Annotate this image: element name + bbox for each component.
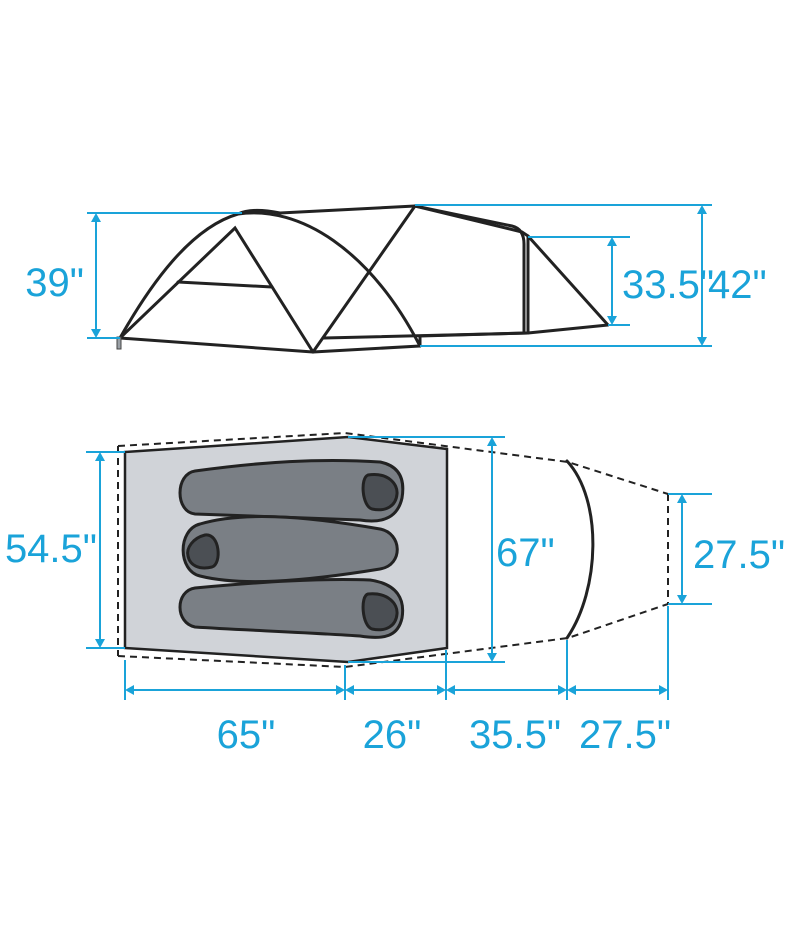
dome-pole — [236, 211, 422, 348]
rear-floor-line — [322, 331, 530, 340]
sleeping-bag-hood — [361, 592, 399, 632]
fly-outline — [117, 431, 669, 495]
front-window-line — [176, 280, 274, 289]
front-cross-pole — [118, 225, 315, 354]
dim-vestibule-arrowheads — [607, 237, 617, 325]
sleeping-bag-1 — [178, 458, 405, 523]
floor-plan-dimensions: 54.5" 67" 27.5" 65" 26" 35.5" 27.5" — [5, 436, 785, 757]
height-peak-label: 39" — [25, 261, 84, 305]
rear-cross-pole — [311, 204, 417, 354]
height-vestibule-label: 33.5" — [622, 263, 714, 307]
sleeping-bag-body — [178, 458, 405, 523]
width-foot-label: 54.5" — [5, 527, 97, 571]
length-vestibule-1-label: 35.5" — [469, 713, 561, 757]
vestibule-door — [413, 204, 526, 335]
vestibule-door-arc — [565, 459, 595, 640]
width-vestibule-label: 27.5" — [693, 533, 785, 577]
tent-side-view — [116, 204, 610, 354]
height-total-label: 42" — [708, 263, 767, 307]
fly-outline-bottom — [117, 603, 669, 669]
length-vestibule-2-label: 27.5" — [579, 713, 671, 757]
sleeping-bag-hood — [361, 473, 399, 512]
length-main-label: 65" — [217, 713, 276, 757]
length-head-label: 26" — [363, 713, 422, 757]
sleeping-bag-3 — [178, 577, 405, 639]
tent-floor-plan — [117, 431, 669, 669]
sleeping-bag-2 — [181, 515, 399, 584]
sleeping-bag-body — [178, 577, 405, 639]
sleeping-bag-body — [181, 515, 399, 584]
width-head-label: 67" — [496, 531, 555, 575]
side-view-dimensions: 39" 33.5" 42" — [25, 204, 767, 347]
sleeping-bag-hood — [186, 533, 220, 570]
